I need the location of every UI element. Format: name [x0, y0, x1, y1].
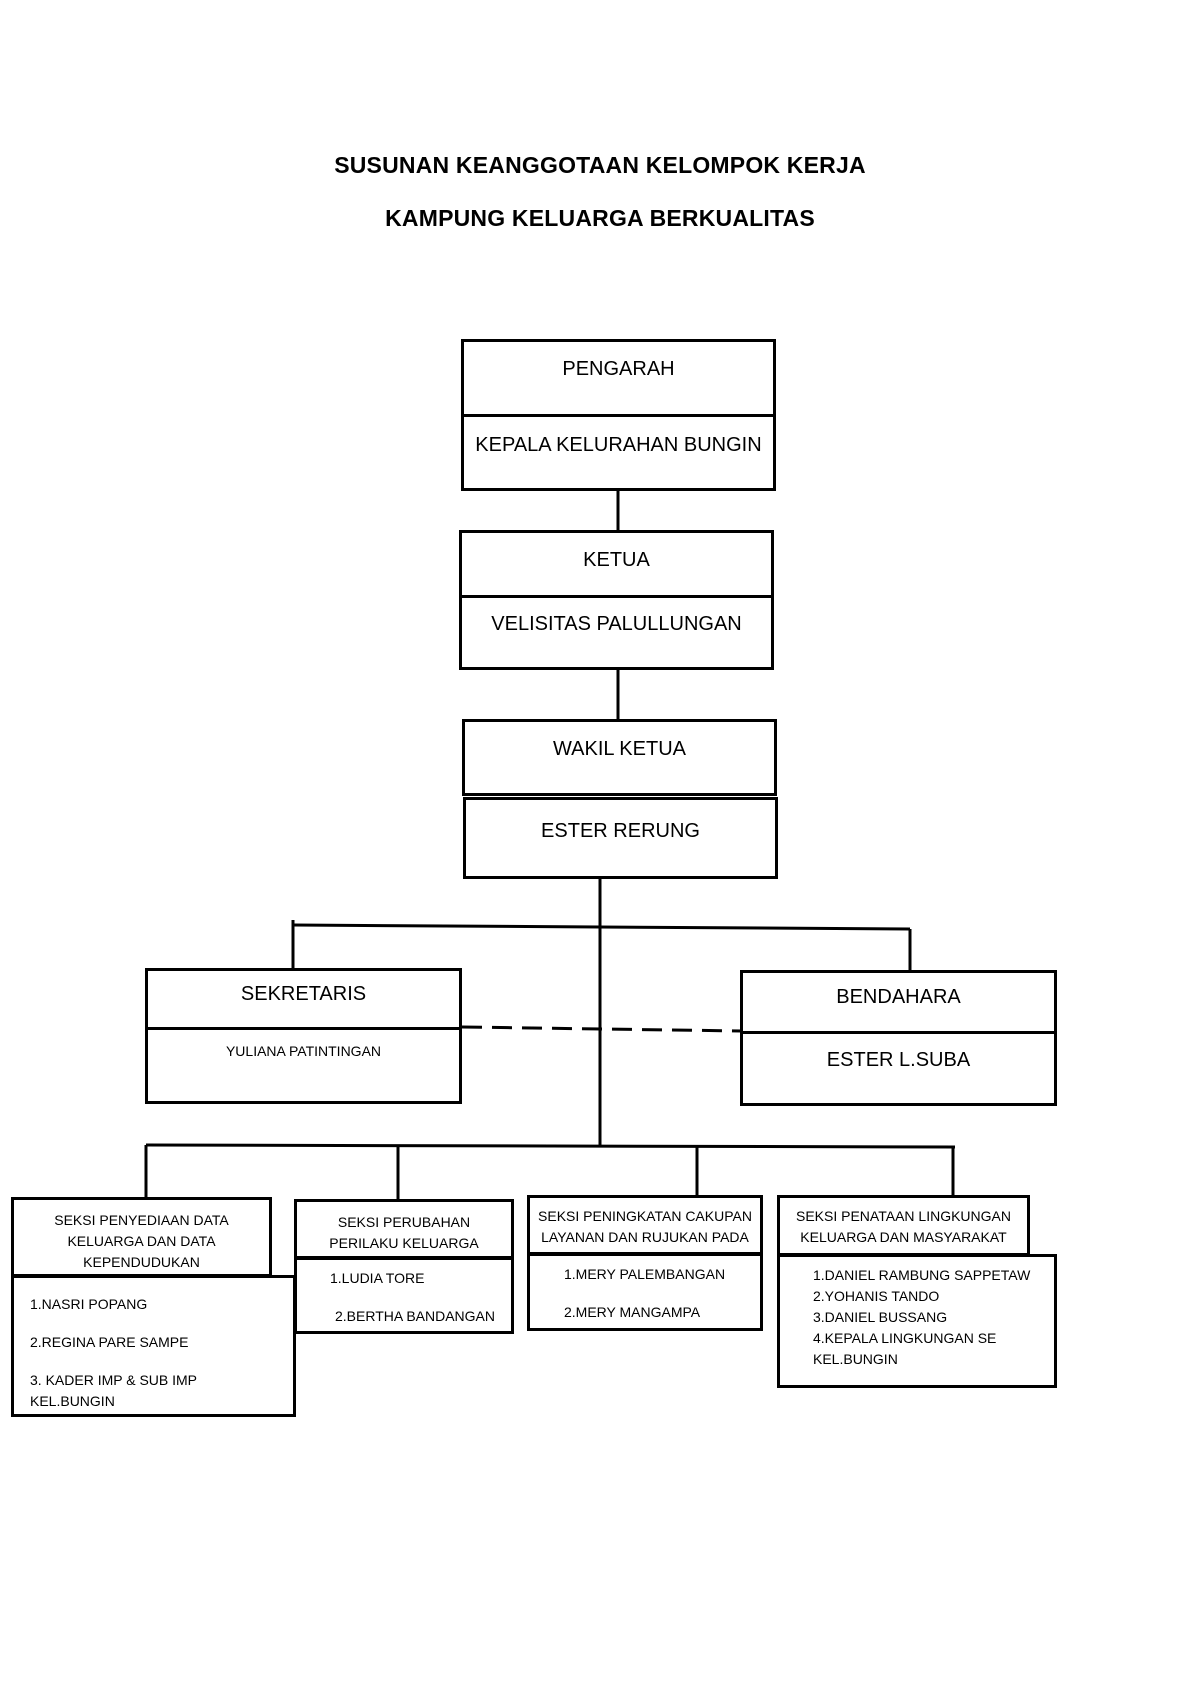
seksi-2-members-box: 1.LUDIA TORE 2.BERTHA BANDANGAN	[294, 1257, 514, 1334]
seksi-1-title-box: SEKSI PENYEDIAAN DATA KELUARGA DAN DATA …	[11, 1197, 272, 1277]
connector-upper-bar	[292, 923, 911, 931]
seksi-2-title-box: SEKSI PERUBAHAN PERILAKU KELUARGA	[294, 1199, 514, 1259]
seksi-3-title-box: SEKSI PENINGKATAN CAKUPAN LAYANAN DAN RU…	[527, 1195, 763, 1255]
seksi-3-title-line: SEKSI PENINGKATAN CAKUPAN	[538, 1208, 752, 1224]
seksi-4-member: KEL.BUNGIN	[813, 1351, 898, 1367]
seksi-4-title-line: KELUARGA DAN MASYARAKAT	[800, 1229, 1007, 1245]
connector-dashed-sek-ben	[461, 1025, 743, 1033]
wakil-ketua-name: ESTER RERUNG	[541, 820, 700, 842]
seksi-2-member: 1.LUDIA TORE	[330, 1270, 425, 1286]
seksi-2-member: 2.BERTHA BANDANGAN	[335, 1308, 496, 1324]
seksi-1-title-line: KEPENDUDUKAN	[83, 1254, 200, 1270]
seksi-2-title-line: PERILAKU KELUARGA	[329, 1235, 479, 1251]
sekretaris-box: SEKRETARIS YULIANA PATINTINGAN	[145, 968, 462, 1104]
bendahara-role: BENDAHARA	[836, 986, 961, 1008]
connector-lower-bar	[145, 1143, 956, 1149]
seksi-4-title-line: SEKSI PENATAAN LINGKUNGAN	[796, 1208, 1011, 1224]
pengarah-role: PENGARAH	[562, 358, 675, 380]
wakil-ketua-role-box: WAKIL KETUA	[462, 719, 777, 796]
page-title: SUSUNAN KEANGGOTAAN KELOMPOK KERJA	[334, 152, 866, 178]
seksi-1-member: 3. KADER IMP & SUB IMP	[30, 1372, 198, 1388]
sekretaris-role: SEKRETARIS	[240, 983, 367, 1005]
seksi-3-member: 2.MERY MANGAMPA	[564, 1304, 701, 1320]
seksi-3-members-box: 1.MERY PALEMBANGAN 2.MERY MANGAMPA	[527, 1253, 763, 1331]
seksi-4-member: 4.KEPALA LINGKUNGAN SE	[813, 1330, 997, 1346]
seksi-4-member: 2.YOHANIS TANDO	[813, 1288, 940, 1304]
pengarah-box: PENGARAH KEPALA KELURAHAN BUNGIN	[461, 339, 776, 491]
seksi-1-title-line: KELUARGA DAN DATA	[67, 1233, 216, 1249]
seksi-3-member: 1.MERY PALEMBANGAN	[564, 1266, 726, 1282]
ketua-box: KETUA VELISITAS PALULLUNGAN	[459, 530, 774, 670]
pengarah-name: KEPALA KELURAHAN BUNGIN	[475, 434, 762, 456]
page-subtitle: KAMPUNG KELUARGA BERKUALITAS	[385, 205, 815, 231]
seksi-4-member: 3.DANIEL BUSSANG	[813, 1309, 948, 1325]
seksi-1-member: KEL.BUNGIN	[30, 1393, 115, 1409]
seksi-1-member: 2.REGINA PARE SAMPE	[30, 1334, 189, 1350]
seksi-4-members-box: 1.DANIEL RAMBUNG SAPPETAW 2.YOHANIS TAND…	[777, 1254, 1057, 1388]
bendahara-box: BENDAHARA ESTER L.SUBA	[740, 970, 1057, 1106]
wakil-ketua-role: WAKIL KETUA	[553, 738, 686, 760]
ketua-name: VELISITAS PALULLUNGAN	[491, 613, 742, 635]
seksi-4-member: 1.DANIEL RAMBUNG SAPPETAW	[813, 1267, 1031, 1283]
bendahara-name: ESTER L.SUBA	[826, 1049, 971, 1071]
sekretaris-name: YULIANA PATINTINGAN	[225, 1043, 382, 1059]
seksi-4-title-box: SEKSI PENATAAN LINGKUNGAN KELUARGA DAN M…	[777, 1195, 1030, 1256]
seksi-1-title-line: SEKSI PENYEDIAAN DATA	[54, 1212, 229, 1228]
seksi-2-title-line: SEKSI PERUBAHAN	[337, 1214, 471, 1230]
wakil-ketua-name-box: ESTER RERUNG	[463, 797, 778, 879]
ketua-role: KETUA	[583, 549, 650, 571]
seksi-3-title-line: LAYANAN DAN RUJUKAN PADA	[541, 1229, 749, 1245]
seksi-1-members-box: 1.NASRI POPANG 2.REGINA PARE SAMPE 3. KA…	[11, 1275, 296, 1417]
seksi-1-member: 1.NASRI POPANG	[30, 1296, 148, 1312]
